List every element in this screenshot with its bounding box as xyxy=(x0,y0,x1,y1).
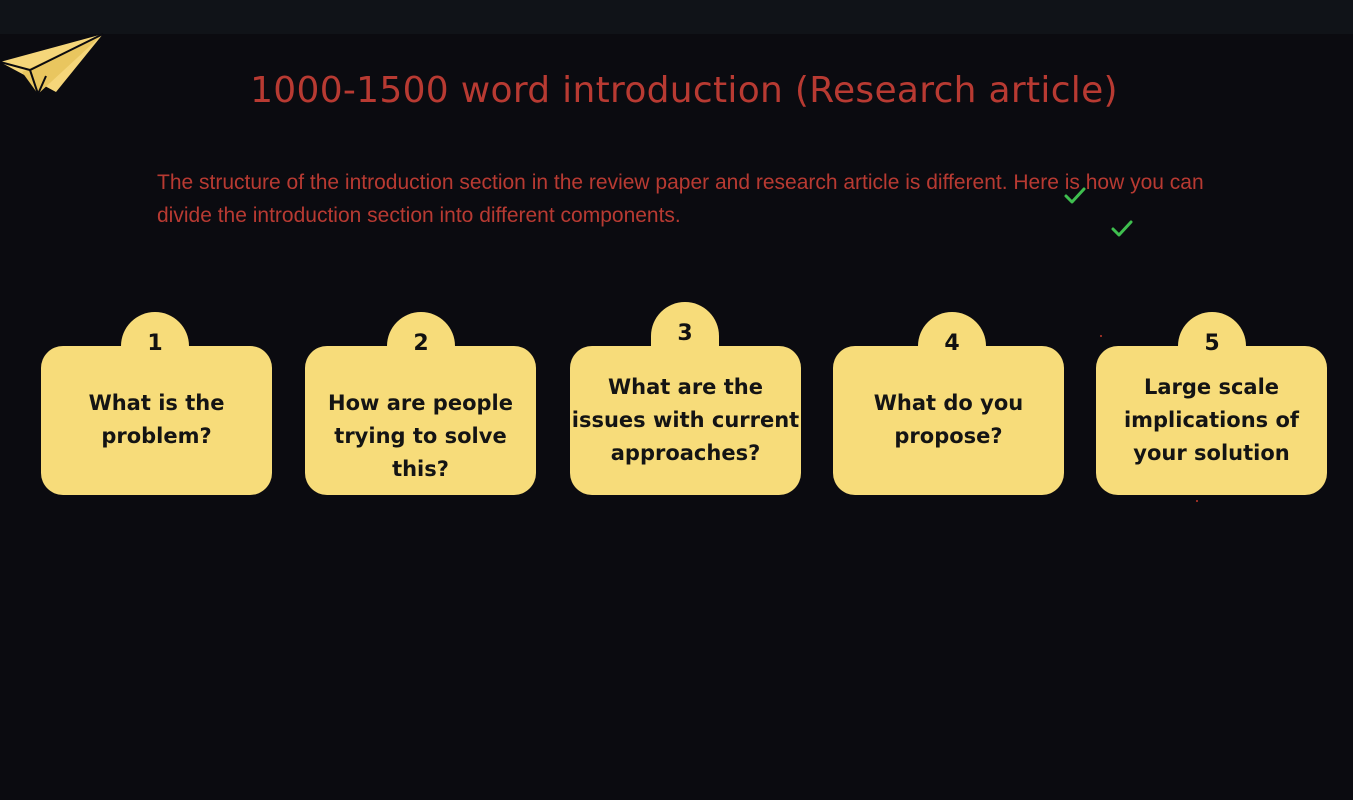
step-number-1: 1 xyxy=(147,331,163,356)
step-number-4: 4 xyxy=(944,331,960,356)
checkmark-icon xyxy=(1064,187,1086,204)
top-bar xyxy=(0,0,1353,34)
step-card-1 xyxy=(41,346,272,495)
annotation-dot xyxy=(1100,335,1102,337)
step-number-3: 3 xyxy=(677,321,693,346)
step-text-1: What is the problem? xyxy=(88,391,225,448)
step-text-4: What do you propose? xyxy=(873,391,1024,448)
step-card-5 xyxy=(1096,346,1327,495)
intro-paragraph: The structure of the introduction sectio… xyxy=(157,171,1204,227)
step-card-4 xyxy=(833,346,1064,495)
slide-title: 1000-1500 word introduction (Research ar… xyxy=(250,70,1118,111)
step-number-2: 2 xyxy=(413,331,429,356)
step-text-5: Large scale implications of your solutio… xyxy=(1123,375,1300,465)
step-card-3 xyxy=(570,346,801,495)
paper-plane-icon xyxy=(0,33,104,96)
step-text-2: How are people trying to solve this? xyxy=(328,391,513,481)
step-number-5: 5 xyxy=(1204,331,1220,356)
annotation-dot xyxy=(1196,500,1198,502)
step-text-3: What are the issues with current approac… xyxy=(571,375,800,465)
checkmark-icon xyxy=(1111,220,1133,237)
step-card-2 xyxy=(305,346,536,495)
